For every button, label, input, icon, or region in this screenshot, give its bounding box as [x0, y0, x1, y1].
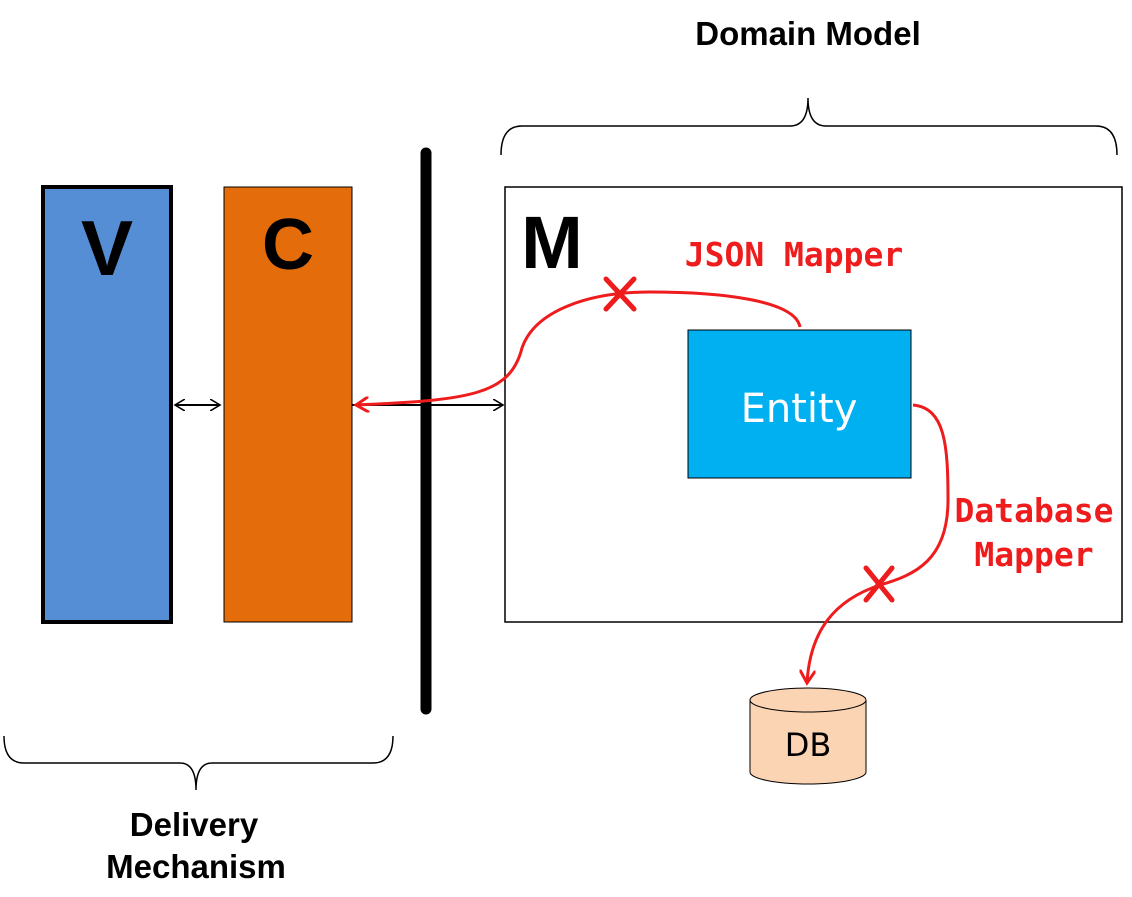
delivery-mechanism-title-line1: Delivery: [130, 806, 259, 843]
view-box: [41, 185, 173, 624]
database-mapper-label-line2: Mapper: [974, 535, 1093, 574]
database-mapper-blocked-icon: [863, 565, 895, 603]
controller-label: C: [262, 205, 314, 285]
database-mapper-connector: [807, 403, 950, 683]
domain-model-brace: [500, 97, 1118, 156]
controller-box: [223, 186, 353, 623]
entity-box: [687, 329, 912, 479]
database-mapper-label-line1: Database: [955, 491, 1114, 530]
domain-model-title: Domain Model: [695, 15, 921, 52]
json-mapper-blocked-icon: [603, 276, 637, 312]
db-cylinder: [749, 687, 867, 785]
delivery-mechanism-brace: [3, 735, 394, 791]
entity-label: Entity: [741, 386, 858, 432]
json-mapper-label: JSON Mapper: [685, 235, 904, 274]
delivery-mechanism-title-line2: Mechanism: [106, 848, 286, 885]
json-mapper-connector: [356, 290, 802, 405]
db-label: DB: [785, 726, 832, 764]
view-label: V: [81, 204, 133, 292]
model-label: M: [521, 201, 583, 284]
